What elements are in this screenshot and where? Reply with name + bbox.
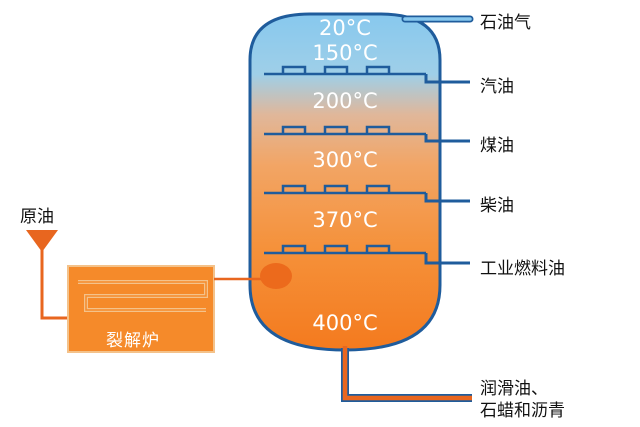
temp-top: 20°C — [319, 16, 371, 40]
tray-2 — [264, 125, 426, 136]
tray-4 — [264, 244, 426, 255]
column-body — [248, 12, 442, 352]
furnace-label: 裂解炉 — [106, 331, 160, 351]
bottom-outlet-pipe — [341, 348, 472, 402]
product-lubricant-line1: 润滑油、 — [480, 379, 548, 399]
feed-inlet-dot — [260, 263, 292, 289]
feed-line — [40, 250, 68, 320]
product-gasoline: 汽油 — [480, 77, 514, 97]
product-kerosene: 煤油 — [480, 136, 514, 156]
tray-1 — [264, 65, 426, 76]
temp-400: 400°C — [312, 311, 378, 335]
product-diesel: 柴油 — [480, 196, 514, 216]
tray-3 — [264, 184, 426, 195]
temp-370: 370°C — [312, 208, 378, 232]
product-petroleum-gas: 石油气 — [480, 13, 531, 33]
crude-oil-label: 原油 — [20, 207, 54, 227]
feed-funnel — [26, 230, 58, 252]
temp-200: 200°C — [312, 89, 378, 113]
temp-150: 150°C — [312, 41, 378, 65]
temp-300: 300°C — [312, 148, 378, 172]
side-draw-pipes — [424, 74, 470, 265]
product-lubricant-line2: 石蜡和沥青 — [480, 401, 565, 421]
product-fuel-oil: 工业燃料油 — [480, 259, 565, 279]
